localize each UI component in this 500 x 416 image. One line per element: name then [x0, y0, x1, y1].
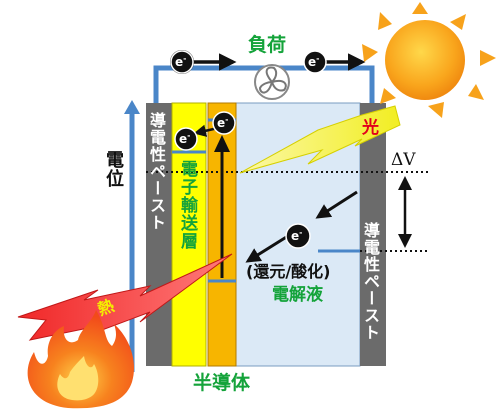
semiconductor-label: 半導体	[193, 372, 251, 394]
heat-lightning-bolt	[17, 253, 233, 341]
electron-electrolyte	[285, 223, 311, 249]
electrolyte-label: 電解液	[272, 285, 323, 305]
electron-transfer-arrow-upper	[315, 190, 358, 219]
excitation-arrow	[214, 135, 230, 278]
delta-v-arrow	[398, 176, 412, 248]
potential-axis-label: 電位	[103, 150, 124, 188]
electron-etl	[174, 127, 198, 151]
redox-label: (還元/酸化)	[246, 262, 331, 281]
potential-axis-arrow	[124, 100, 140, 372]
etl-label: 電子輸送層	[177, 160, 197, 250]
electron-semiconductor	[212, 111, 236, 135]
sun-icon	[362, 2, 496, 118]
electron-label-wire-left: e-	[175, 54, 187, 69]
load-label: 負荷	[248, 34, 287, 56]
load-fan-icon	[254, 64, 290, 100]
electron-label-wire-right: e-	[308, 54, 320, 69]
electron-label-electrolyte: e-	[291, 228, 303, 243]
left-paste-label: 導電性ペースト	[147, 112, 166, 231]
electron-wire-left	[170, 50, 194, 74]
left-conductive-paste	[146, 103, 172, 366]
light-label: 光	[362, 118, 379, 138]
electron-transfer-arrow-lower	[245, 234, 289, 263]
delta-v-label: ΔV	[391, 150, 416, 170]
electron-wire-right	[303, 50, 327, 74]
fire-icon	[27, 310, 134, 409]
light-lightning-bolt	[239, 105, 401, 174]
electron-transport-layer	[171, 102, 207, 367]
right-paste-label: 導電性ペースト	[361, 222, 380, 341]
right-conductive-paste	[360, 103, 386, 366]
electron-label-semiconductor: e-	[217, 115, 229, 130]
electron-label-etl: e-	[179, 131, 191, 146]
